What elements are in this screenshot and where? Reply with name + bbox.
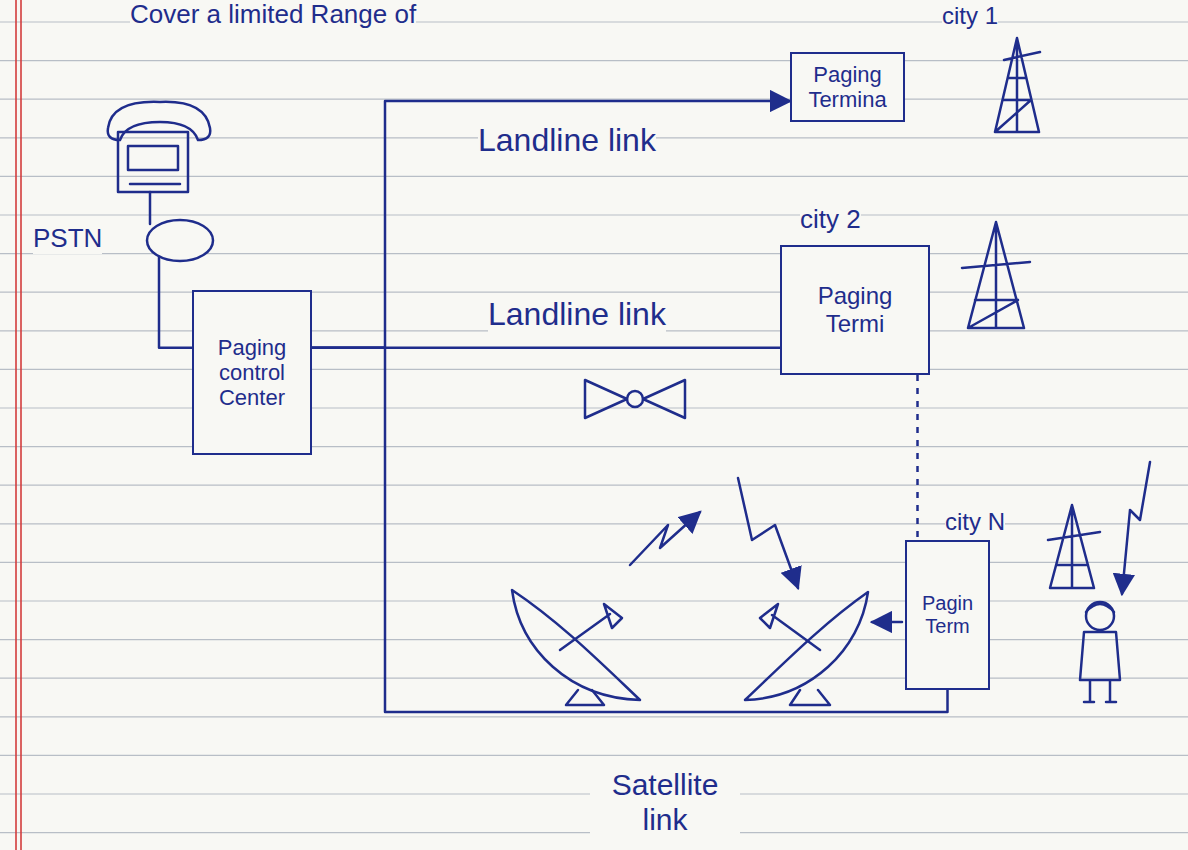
ruled-line — [0, 176, 1188, 177]
dotted-link — [916, 375, 919, 540]
radio-signal — [738, 478, 798, 588]
pstn-network: PSTN — [145, 218, 215, 263]
node-text: Paging Termi — [788, 282, 922, 337]
bowtie-symbol — [585, 380, 627, 418]
person — [1086, 604, 1114, 612]
city-label: city 2 — [800, 205, 861, 235]
bowtie-symbol — [627, 391, 643, 407]
ruled-line — [0, 639, 1188, 640]
ruled-line — [0, 485, 1188, 486]
landline-link — [312, 101, 790, 348]
ruled-line — [0, 755, 1188, 756]
node-text: Paging Termina — [798, 62, 897, 113]
antenna-tower — [962, 222, 1030, 328]
city-label: city N — [945, 508, 1005, 536]
telephone-handset — [108, 102, 211, 140]
link-label: Landline link — [488, 296, 666, 333]
margin-line — [20, 0, 22, 850]
telephone-wire — [149, 192, 152, 224]
landline-link — [159, 256, 192, 347]
paging-control-center: Paging control Center — [192, 290, 312, 455]
ruled-line — [0, 600, 1188, 601]
telephone-body — [118, 132, 188, 192]
ruled-line — [0, 292, 1188, 293]
satellite-dish — [512, 590, 640, 700]
person — [1086, 602, 1114, 630]
link-label: Satellite link — [590, 768, 740, 837]
ruled-line — [0, 60, 1188, 61]
telephone-detail — [130, 183, 180, 186]
node-text: PSTN — [33, 224, 102, 254]
antenna-tower — [1048, 505, 1100, 588]
antenna-tower — [995, 38, 1040, 132]
note-text: Cover a limited Range of — [130, 0, 416, 30]
telephone-keypad — [128, 146, 178, 170]
ruled-line — [0, 562, 1188, 563]
ellipse-outline — [147, 220, 213, 261]
paging-terminal: Pagin Term — [905, 540, 990, 690]
ruled-line — [0, 716, 1188, 717]
ruled-line — [0, 214, 1188, 215]
ruled-line — [0, 446, 1188, 447]
margin-line — [15, 0, 17, 850]
city-label: city 1 — [942, 2, 998, 30]
node-text: Paging control Center — [200, 335, 304, 411]
satellite-dish — [760, 604, 830, 705]
satellite-dish — [560, 604, 622, 705]
paging-terminal: Paging Termi — [780, 245, 930, 375]
radio-signal — [1122, 462, 1150, 594]
satellite-dish — [745, 592, 868, 700]
ruled-line — [0, 523, 1188, 524]
node-text: Pagin Term — [913, 592, 982, 638]
feed-arrow — [872, 621, 902, 624]
ruled-line — [0, 369, 1188, 370]
person — [1080, 632, 1120, 702]
ruled-lines — [0, 22, 1188, 833]
link-label: Landline link — [478, 122, 656, 159]
ruled-line — [0, 678, 1188, 679]
ruled-line — [0, 407, 1188, 408]
landline-link — [312, 348, 948, 712]
bowtie-symbol — [643, 380, 685, 418]
paging-terminal: Paging Termina — [790, 52, 905, 122]
ellipse-outline — [145, 218, 215, 263]
radio-signal — [630, 512, 700, 565]
